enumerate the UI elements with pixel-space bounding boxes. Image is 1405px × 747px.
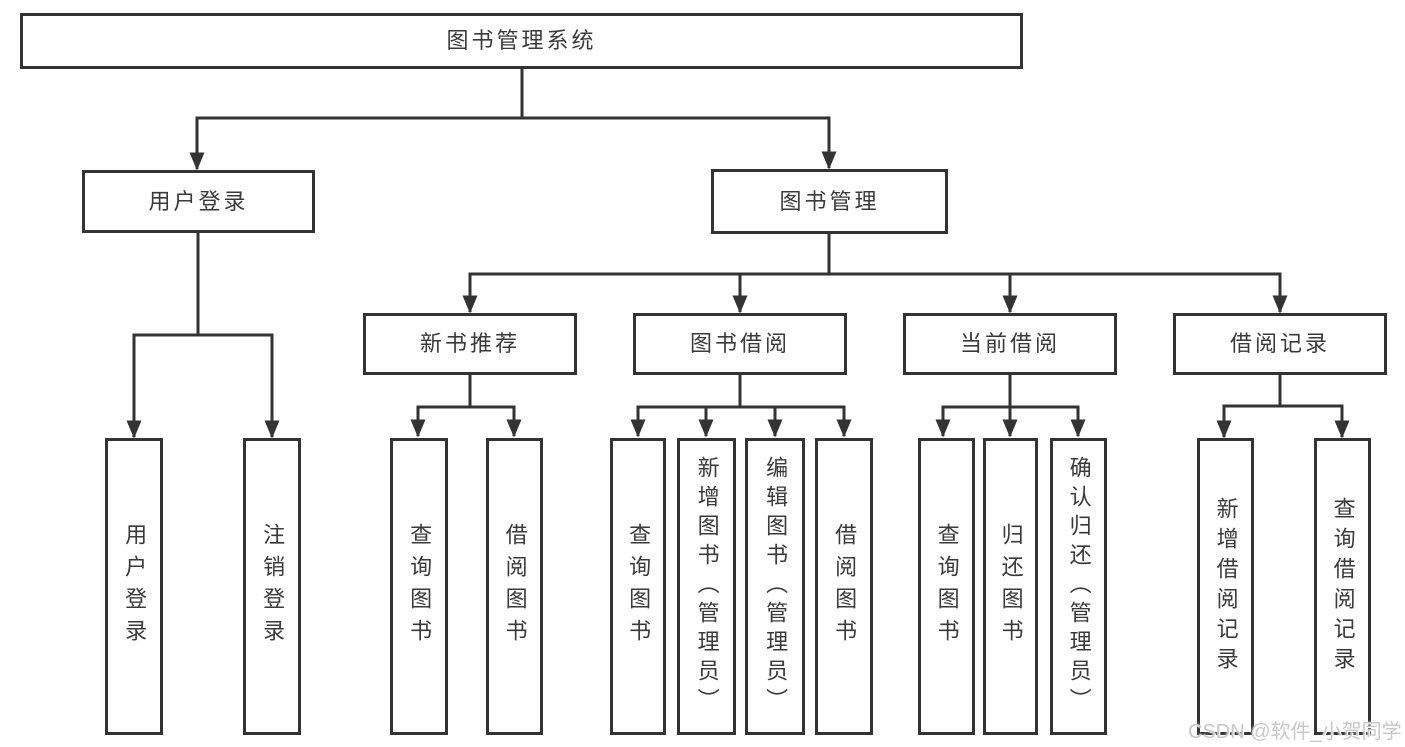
leaf-confirm-return-admin: 确认归还（管理员）: [1050, 438, 1107, 735]
csdn-watermark: CSDN @软件_小贺同学: [1188, 721, 1402, 743]
leaf-query-books-borrowing: 查询图书: [610, 438, 666, 735]
leaf-add-books-admin-label: 新增图书（管理员）: [694, 456, 720, 717]
leaf-add-borrow-record-label: 新增借阅记录: [1213, 496, 1239, 677]
leaf-borrow-books-recommend: 借阅图书: [486, 438, 543, 735]
leaf-edit-books-admin-label: 编辑图书（管理员）: [763, 456, 789, 717]
node-current-borrowing-label: 当前借阅: [959, 331, 1060, 356]
leaf-borrow-books-recommend-label: 借阅图书: [502, 522, 528, 651]
leaf-query-books-recommend: 查询图书: [390, 438, 448, 735]
leaf-logout: 注销登录: [243, 438, 301, 735]
leaf-user-login-label: 用户登录: [122, 522, 148, 651]
leaf-query-books-borrowing-label: 查询图书: [626, 522, 652, 651]
leaf-borrow-books-label: 借阅图书: [832, 522, 858, 651]
leaf-return-books-label: 归还图书: [998, 522, 1024, 651]
node-user-login: 用户登录: [82, 170, 315, 233]
leaf-logout-label: 注销登录: [260, 522, 286, 651]
leaf-edit-books-admin: 编辑图书（管理员）: [745, 438, 805, 735]
node-user-login-label: 用户登录: [148, 188, 249, 214]
leaf-borrow-books: 借阅图书: [815, 438, 873, 735]
node-book-management-label: 图书管理: [779, 188, 880, 214]
leaf-query-borrow-record-label: 查询借阅记录: [1330, 496, 1356, 677]
leaf-query-books-current: 查询图书: [918, 438, 975, 735]
node-current-borrowing: 当前借阅: [903, 313, 1117, 375]
node-new-book-recommend-label: 新书推荐: [419, 331, 520, 356]
leaf-query-borrow-record: 查询借阅记录: [1314, 438, 1371, 735]
leaf-confirm-return-admin-label: 确认归还（管理员）: [1066, 456, 1092, 717]
node-borrowing-records: 借阅记录: [1173, 313, 1387, 375]
leaf-query-books-recommend-label: 查询图书: [407, 522, 433, 651]
node-book-borrowing: 图书借阅: [633, 313, 847, 375]
leaf-add-books-admin: 新增图书（管理员）: [677, 438, 736, 735]
leaf-query-books-current-label: 查询图书: [934, 522, 960, 651]
node-library-system-label: 图书管理系统: [446, 28, 597, 53]
node-book-borrowing-label: 图书借阅: [689, 331, 790, 356]
node-new-book-recommend: 新书推荐: [363, 313, 577, 375]
node-borrowing-records-label: 借阅记录: [1229, 331, 1330, 356]
node-library-system: 图书管理系统: [20, 13, 1023, 69]
node-book-management: 图书管理: [711, 169, 948, 234]
leaf-add-borrow-record: 新增借阅记录: [1197, 438, 1254, 735]
leaf-return-books: 归还图书: [983, 438, 1038, 735]
leaf-user-login: 用户登录: [105, 438, 163, 735]
